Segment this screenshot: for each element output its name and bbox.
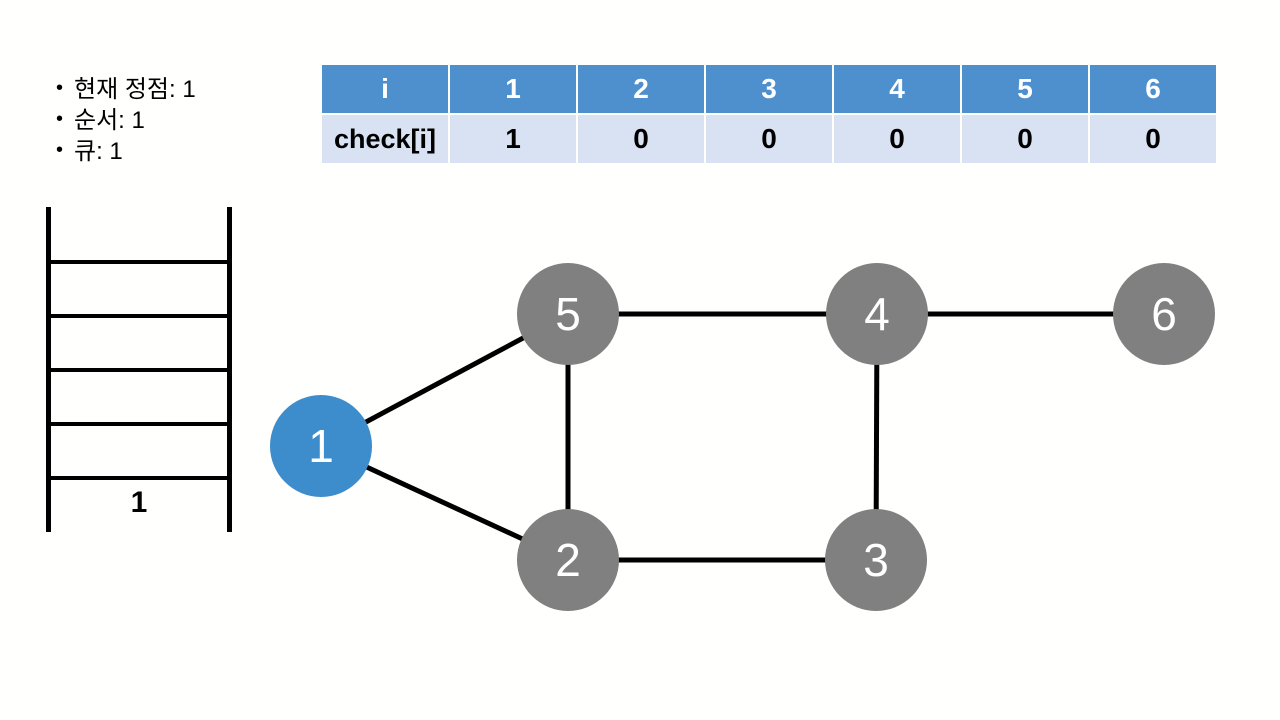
table-header-cell-i: i xyxy=(322,65,448,113)
graph-node-2[interactable]: 2 xyxy=(517,509,619,611)
graph-node-circle xyxy=(517,263,619,365)
table-cell-check-5: 0 xyxy=(962,115,1088,163)
table-header-cell-6: 6 xyxy=(1090,65,1216,113)
table-header-cell-4: 4 xyxy=(834,65,960,113)
table-header-cell-3: 3 xyxy=(706,65,832,113)
queue-divider-4 xyxy=(46,422,232,426)
graph-node-4[interactable]: 4 xyxy=(826,263,928,365)
status-item-queue: 큐: 1 xyxy=(56,135,196,167)
table-cell-check-6: 0 xyxy=(1090,115,1216,163)
graph-node-circle xyxy=(270,395,372,497)
graph-node-label: 5 xyxy=(555,288,581,340)
table-header-cell-2: 2 xyxy=(578,65,704,113)
table-header-row: i 1 2 3 4 5 6 xyxy=(322,65,1216,113)
check-array-table: i 1 2 3 4 5 6 check[i] 1 0 0 0 0 0 xyxy=(320,63,1218,165)
status-bullet-list: 현재 정점: 1 순서: 1 큐: 1 xyxy=(56,73,196,167)
queue-divider-3 xyxy=(46,368,232,372)
table-cell-check-3: 0 xyxy=(706,115,832,163)
queue-container: 1 xyxy=(40,200,240,545)
graph-node-label: 4 xyxy=(864,288,890,340)
table-cell-check-1: 1 xyxy=(450,115,576,163)
graph-node-circle xyxy=(826,263,928,365)
graph-node-group: 1 2 3 4 5 6 xyxy=(270,263,1215,611)
status-item-order: 순서: 1 xyxy=(56,104,196,136)
queue-slot-6: 1 xyxy=(130,486,148,519)
table-header-cell-5: 5 xyxy=(962,65,1088,113)
graph-node-6[interactable]: 6 xyxy=(1113,263,1215,365)
graph-node-label: 3 xyxy=(863,534,889,586)
graph-node-circle xyxy=(1113,263,1215,365)
table-row: check[i] 1 0 0 0 0 0 xyxy=(322,115,1216,163)
graph-node-circle xyxy=(517,509,619,611)
queue-divider-1 xyxy=(46,260,232,264)
queue-divider-5 xyxy=(46,476,232,480)
graph-node-circle xyxy=(825,509,927,611)
table-row-label: check[i] xyxy=(322,115,448,163)
graph-node-label: 2 xyxy=(555,534,581,586)
graph-node-label: 1 xyxy=(308,420,334,472)
table-header-cell-1: 1 xyxy=(450,65,576,113)
status-item-label: 큐: 1 xyxy=(74,138,123,165)
status-item-label: 현재 정점: 1 xyxy=(74,76,196,103)
graph-edge-group xyxy=(319,311,1164,563)
table-cell-check-2: 0 xyxy=(578,115,704,163)
graph-node-5[interactable]: 5 xyxy=(517,263,619,365)
graph-node-3[interactable]: 3 xyxy=(825,509,927,611)
graph-node-label: 6 xyxy=(1151,288,1177,340)
status-item-label: 순서: 1 xyxy=(74,107,145,134)
graph-node-1[interactable]: 1 xyxy=(270,395,372,497)
table-cell-check-4: 0 xyxy=(834,115,960,163)
queue-divider-2 xyxy=(46,314,232,318)
status-item-current-vertex: 현재 정점: 1 xyxy=(56,73,196,105)
